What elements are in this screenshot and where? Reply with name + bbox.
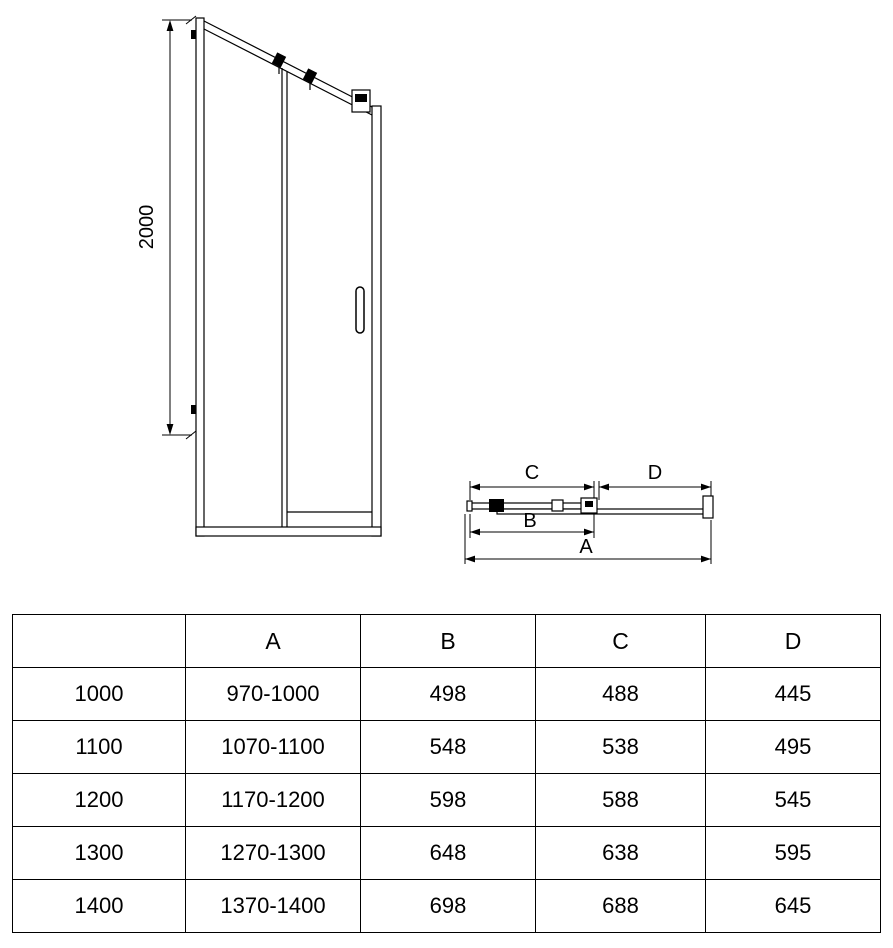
right-wall-profile <box>371 105 382 537</box>
cell-a: 1070-1100 <box>185 720 361 774</box>
cell-c: 638 <box>535 826 706 880</box>
cell-a: 1170-1200 <box>185 773 361 827</box>
front-view: 2000 <box>136 15 382 537</box>
cell-b: 548 <box>360 720 536 774</box>
cell-c: 538 <box>535 720 706 774</box>
plan-view: C D <box>464 462 714 564</box>
header-col-d: D <box>705 614 881 668</box>
cell-a: 1270-1300 <box>185 826 361 880</box>
height-dimension <box>162 15 197 440</box>
table-row: 1000 970-1000 498 488 445 <box>12 667 881 721</box>
roller-block-icon <box>551 499 564 512</box>
cell-d: 545 <box>705 773 881 827</box>
bottom-rail <box>195 526 382 537</box>
dimension-c <box>469 481 595 500</box>
cell-b: 498 <box>360 667 536 721</box>
dim-label-c: C <box>525 462 539 484</box>
cell-a: 1370-1400 <box>185 879 361 933</box>
panel-clamp-icon <box>489 499 504 512</box>
cell-c: 688 <box>535 879 706 933</box>
roller-carriages <box>271 52 371 113</box>
dimension-d <box>598 481 712 500</box>
cell-b: 698 <box>360 879 536 933</box>
cell-d: 595 <box>705 826 881 880</box>
plan-wall-profile <box>702 495 714 519</box>
dimension-table: A B C D 1000 970-1000 498 488 445 1100 1… <box>12 614 881 933</box>
table-row: 1100 1070-1100 548 538 495 <box>12 720 881 774</box>
cell-d: 645 <box>705 879 881 933</box>
header-col-b: B <box>360 614 536 668</box>
plan-panels <box>466 495 714 519</box>
door-handle <box>355 286 365 334</box>
cell-size: 1100 <box>12 720 186 774</box>
arrow-up-icon <box>166 20 174 31</box>
header-col-c: C <box>535 614 706 668</box>
cell-a: 970-1000 <box>185 667 361 721</box>
arrow-down-icon <box>166 424 174 435</box>
dimension-a <box>464 514 712 564</box>
dim-label-b: B <box>523 510 536 532</box>
dimension-b <box>469 514 595 538</box>
header-col-a: A <box>185 614 361 668</box>
wall-bracket-icon <box>191 405 196 414</box>
table-row: 1300 1270-1300 648 638 595 <box>12 826 881 880</box>
cell-size: 1400 <box>12 879 186 933</box>
height-dimension-label: 2000 <box>136 205 158 250</box>
cell-size: 1000 <box>12 667 186 721</box>
cell-size: 1200 <box>12 773 186 827</box>
dim-label-a: A <box>579 536 593 558</box>
cell-b: 598 <box>360 773 536 827</box>
top-track <box>203 20 373 116</box>
left-wall-profile <box>195 17 205 537</box>
header-empty-cell <box>12 614 186 668</box>
table-row: 1400 1370-1400 698 688 645 <box>12 879 881 933</box>
cell-c: 588 <box>535 773 706 827</box>
wall-bracket-icon <box>191 30 196 39</box>
cell-d: 495 <box>705 720 881 774</box>
dim-label-d: D <box>648 462 662 484</box>
sliding-panel-edge <box>281 68 372 527</box>
technical-drawing: 2000 <box>136 15 714 564</box>
cell-c: 488 <box>535 667 706 721</box>
cell-d: 445 <box>705 667 881 721</box>
cell-b: 648 <box>360 826 536 880</box>
table-header-row: A B C D <box>12 614 881 668</box>
cell-size: 1300 <box>12 826 186 880</box>
table-row: 1200 1170-1200 598 588 545 <box>12 773 881 827</box>
